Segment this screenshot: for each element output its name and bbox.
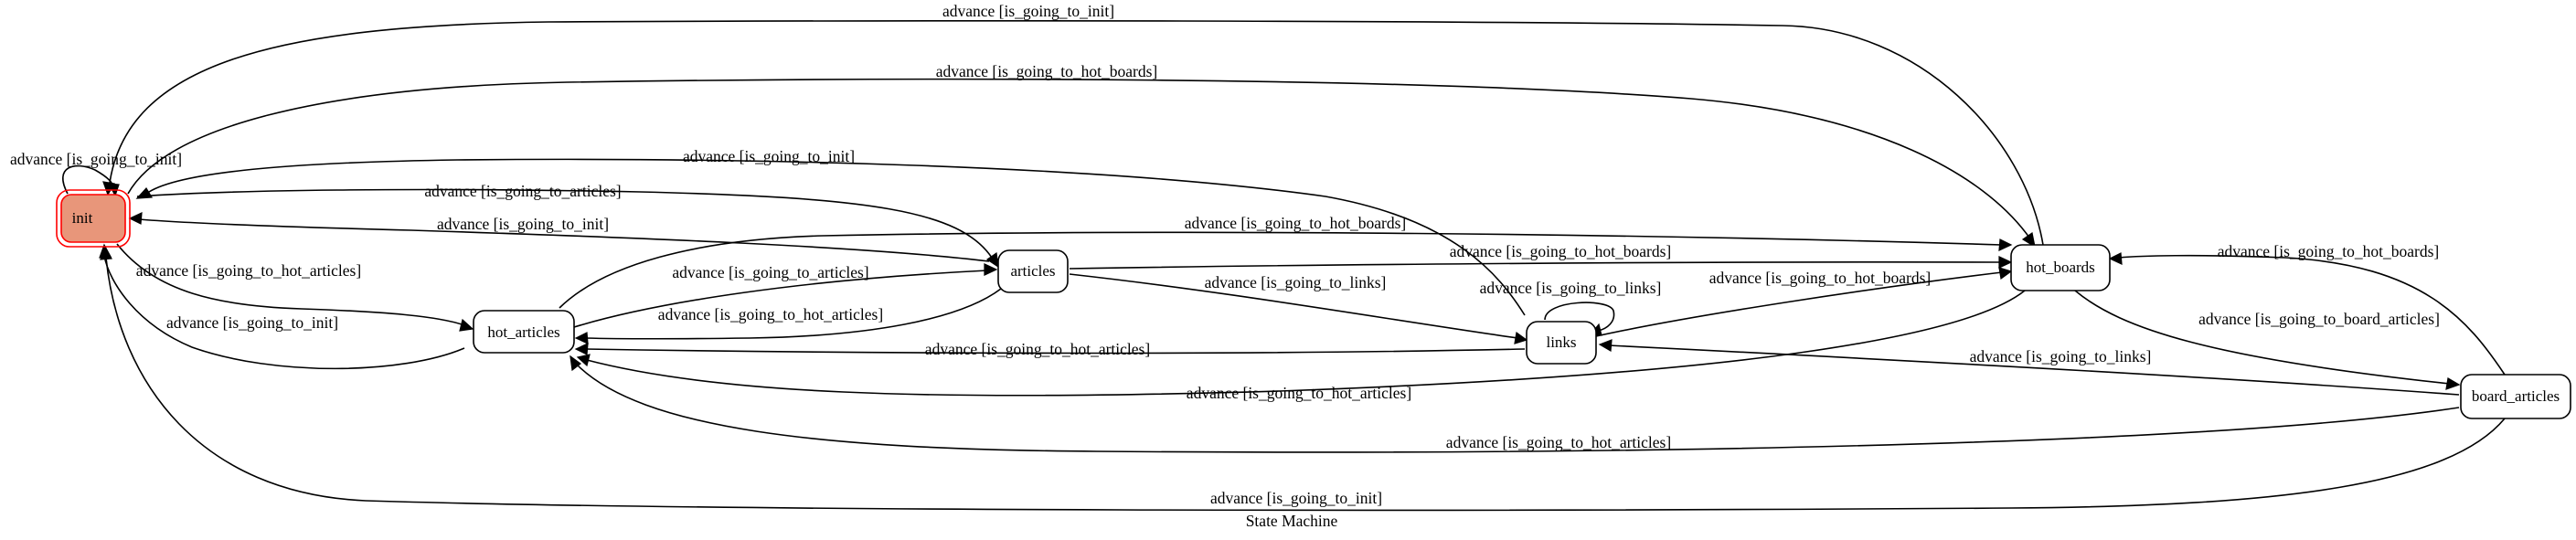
edge-label-links-to-init: advance [is_going_to_init] [683, 147, 855, 165]
state-label-hot-boards: hot_boards [2026, 259, 2095, 276]
edge-label-init-self-loop: advance [is_going_to_init] [10, 150, 182, 168]
links-box [1526, 321, 1597, 365]
edge-hot-boards-to-init [109, 20, 2044, 246]
edge-arrowhead [576, 354, 591, 367]
edge-label-hot-articles-to-articles: advance [is_going_to_articles] [672, 263, 868, 281]
edge-arrowhead [2445, 377, 2461, 390]
edge-label-board-articles-to-links: advance [is_going_to_links] [1970, 347, 2152, 365]
edge-hot-articles-to-init [103, 255, 465, 370]
edge-arrowhead [1998, 267, 2013, 281]
state-node-board-articles: board_articles [2460, 374, 2571, 419]
edge-label-board-articles-to-hot-articles: advance [is_going_to_hot_articles] [1446, 433, 1671, 451]
edge-links-self-loop [1544, 302, 1615, 332]
edge-arrowhead [984, 263, 998, 276]
edge-label-articles-to-hot-articles: advance [is_going_to_hot_articles] [658, 305, 883, 323]
state-node-hot-articles: hot_articles [473, 310, 575, 354]
edge-links-to-hot-articles [584, 348, 1526, 355]
edge-label-hot-boards-to-hot-articles: advance [is_going_to_hot_articles] [1187, 384, 1411, 402]
state-node-links: links [1526, 321, 1597, 365]
edge-label-init-to-articles: advance [is_going_to_articles] [424, 182, 621, 200]
edge-arrowhead [569, 355, 581, 372]
state-node-articles: articles [997, 249, 1069, 293]
edge-label-links-self-loop: advance [is_going_to_links] [1480, 279, 1662, 297]
edge-articles-to-hot-articles [584, 288, 1002, 340]
edge-label-init-to-hot-articles: advance [is_going_to_hot_articles] [136, 261, 361, 280]
edge-arrowhead [1514, 331, 1528, 344]
edge-arrowhead [459, 318, 474, 332]
edge-arrowhead [2108, 252, 2123, 265]
init-outer-border [56, 189, 131, 248]
edge-arrowhead [574, 332, 589, 344]
edge-label-hot-boards-to-board-articles: advance [is_going_to_board_articles] [2198, 310, 2440, 328]
edge-arrowhead [1998, 256, 2013, 269]
edge-label-hot-articles-to-hot-boards: advance [is_going_to_hot_boards] [1185, 214, 1407, 232]
edge-arrowhead [1998, 238, 2013, 251]
edge-init-self-loop [62, 164, 114, 195]
edge-arrowhead [128, 212, 143, 225]
edge-arrowhead [985, 251, 999, 269]
state-label-init: init [72, 209, 93, 227]
edge-hot-boards-to-hot-articles [586, 290, 2026, 397]
state-label-articles: articles [1010, 262, 1055, 280]
edge-articles-to-links [1069, 273, 1518, 339]
edge-hot-articles-to-hot-boards [559, 231, 2003, 309]
edge-hot-boards-to-board-articles [2074, 290, 2451, 385]
edge-arrowhead [574, 343, 589, 355]
state-label-board-articles: board_articles [2472, 387, 2560, 405]
articles-box [997, 249, 1069, 293]
edge-init-to-hot-articles [116, 243, 465, 326]
state-node-hot-boards: hot_boards [2010, 244, 2111, 291]
edge-links-to-init [145, 158, 1526, 316]
edge-label-init-to-hot-boards: advance [is_going_to_hot_boards] [936, 62, 1158, 80]
edge-links-to-hot-boards [1595, 271, 2003, 337]
edge-label-articles-to-links: advance [is_going_to_links] [1205, 273, 1387, 291]
board-articles-box [2460, 374, 2571, 419]
hot-articles-box [473, 310, 575, 354]
state-label-links: links [1546, 334, 1576, 351]
edge-board-articles-to-links [1608, 344, 2460, 396]
edge-label-links-to-hot-boards: advance [is_going_to_hot_boards] [1709, 269, 1932, 287]
edge-articles-to-hot-boards [1069, 261, 2003, 270]
edge-init-to-hot-boards [127, 78, 2030, 238]
edge-arrowhead [100, 245, 112, 260]
state-label-hot-articles: hot_articles [487, 323, 559, 341]
edge-board-articles-to-init [105, 257, 2506, 512]
state-node-init: init [56, 189, 131, 248]
edge-hot-articles-to-articles [573, 270, 988, 328]
edge-board-articles-to-hot-articles [575, 363, 2460, 453]
edge-label-hot-articles-to-init: advance [is_going_to_init] [166, 313, 338, 332]
edge-articles-to-init [138, 218, 990, 262]
edge-label-articles-to-hot-boards: advance [is_going_to_hot_boards] [1450, 242, 1672, 260]
hot-boards-box [2010, 244, 2111, 291]
edge-init-to-articles [136, 188, 993, 259]
edge-label-links-to-hot-articles: advance [is_going_to_hot_articles] [925, 340, 1150, 358]
edge-board-articles-to-hot-boards [2118, 254, 2506, 376]
edge-arrowhead [1598, 339, 1613, 352]
edge-label-board-articles-to-init: advance [is_going_to_init] [1210, 489, 1382, 507]
diagram-caption: State Machine [1246, 512, 1338, 530]
init-inner-box [60, 194, 126, 243]
edge-label-hot-boards-to-init: advance [is_going_to_init] [942, 2, 1114, 20]
edge-arrowhead [2021, 231, 2036, 249]
edge-label-board-articles-to-hot-boards: advance [is_going_to_hot_boards] [2218, 242, 2440, 260]
edge-label-articles-to-init: advance [is_going_to_init] [437, 215, 609, 233]
